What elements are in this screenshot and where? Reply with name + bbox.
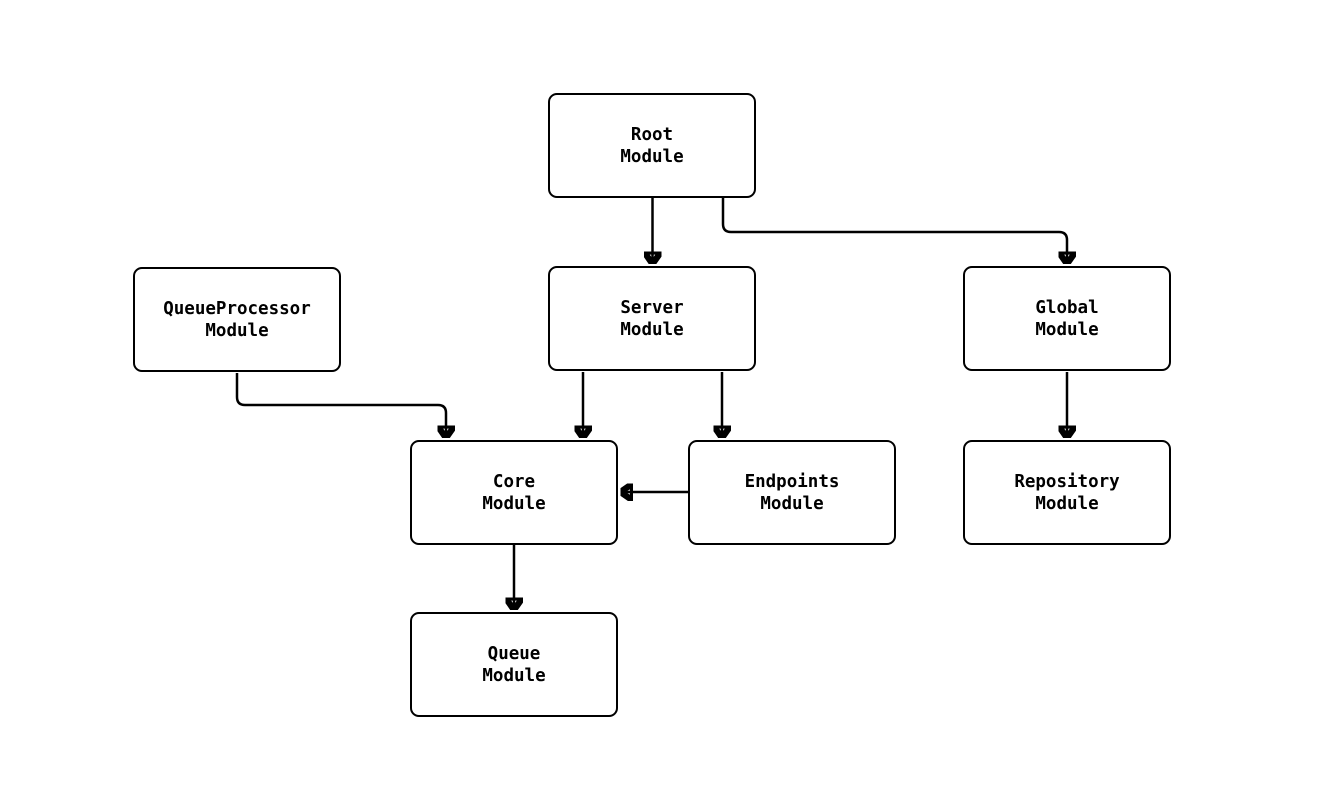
node-label-line: Core xyxy=(492,471,536,492)
node-label-line: Repository xyxy=(1014,471,1120,492)
node-server-module: Server Module xyxy=(548,266,756,371)
node-label-line: Root xyxy=(630,124,674,145)
node-endpoints-module: Endpoints Module xyxy=(688,440,896,545)
node-label-line: Server xyxy=(620,297,684,318)
node-core-module: Core Module xyxy=(410,440,618,545)
node-label-line: Global xyxy=(1035,297,1099,318)
edge-queueprocessor-to-core xyxy=(235,373,446,436)
node-queueprocessor-module: QueueProcessor Module xyxy=(133,267,341,372)
node-label-line: Module xyxy=(620,319,684,340)
node-label-line: Endpoints xyxy=(744,471,840,492)
node-label-line: Module xyxy=(482,493,546,514)
node-label-line: Queue xyxy=(487,643,541,664)
node-label-line: Module xyxy=(1035,493,1099,514)
node-global-module: Global Module xyxy=(963,266,1171,371)
node-queue-module: Queue Module xyxy=(410,612,618,717)
node-label-line: Module xyxy=(760,493,824,514)
node-label-line: Module xyxy=(482,665,546,686)
node-root-module: Root Module xyxy=(548,93,756,198)
node-repository-module: Repository Module xyxy=(963,440,1171,545)
node-label-line: Module xyxy=(205,320,269,341)
node-label-line: Module xyxy=(620,146,684,167)
node-label-line: Module xyxy=(1035,319,1099,340)
node-label-line: QueueProcessor xyxy=(163,298,311,319)
edge-root-to-global xyxy=(721,198,1067,262)
